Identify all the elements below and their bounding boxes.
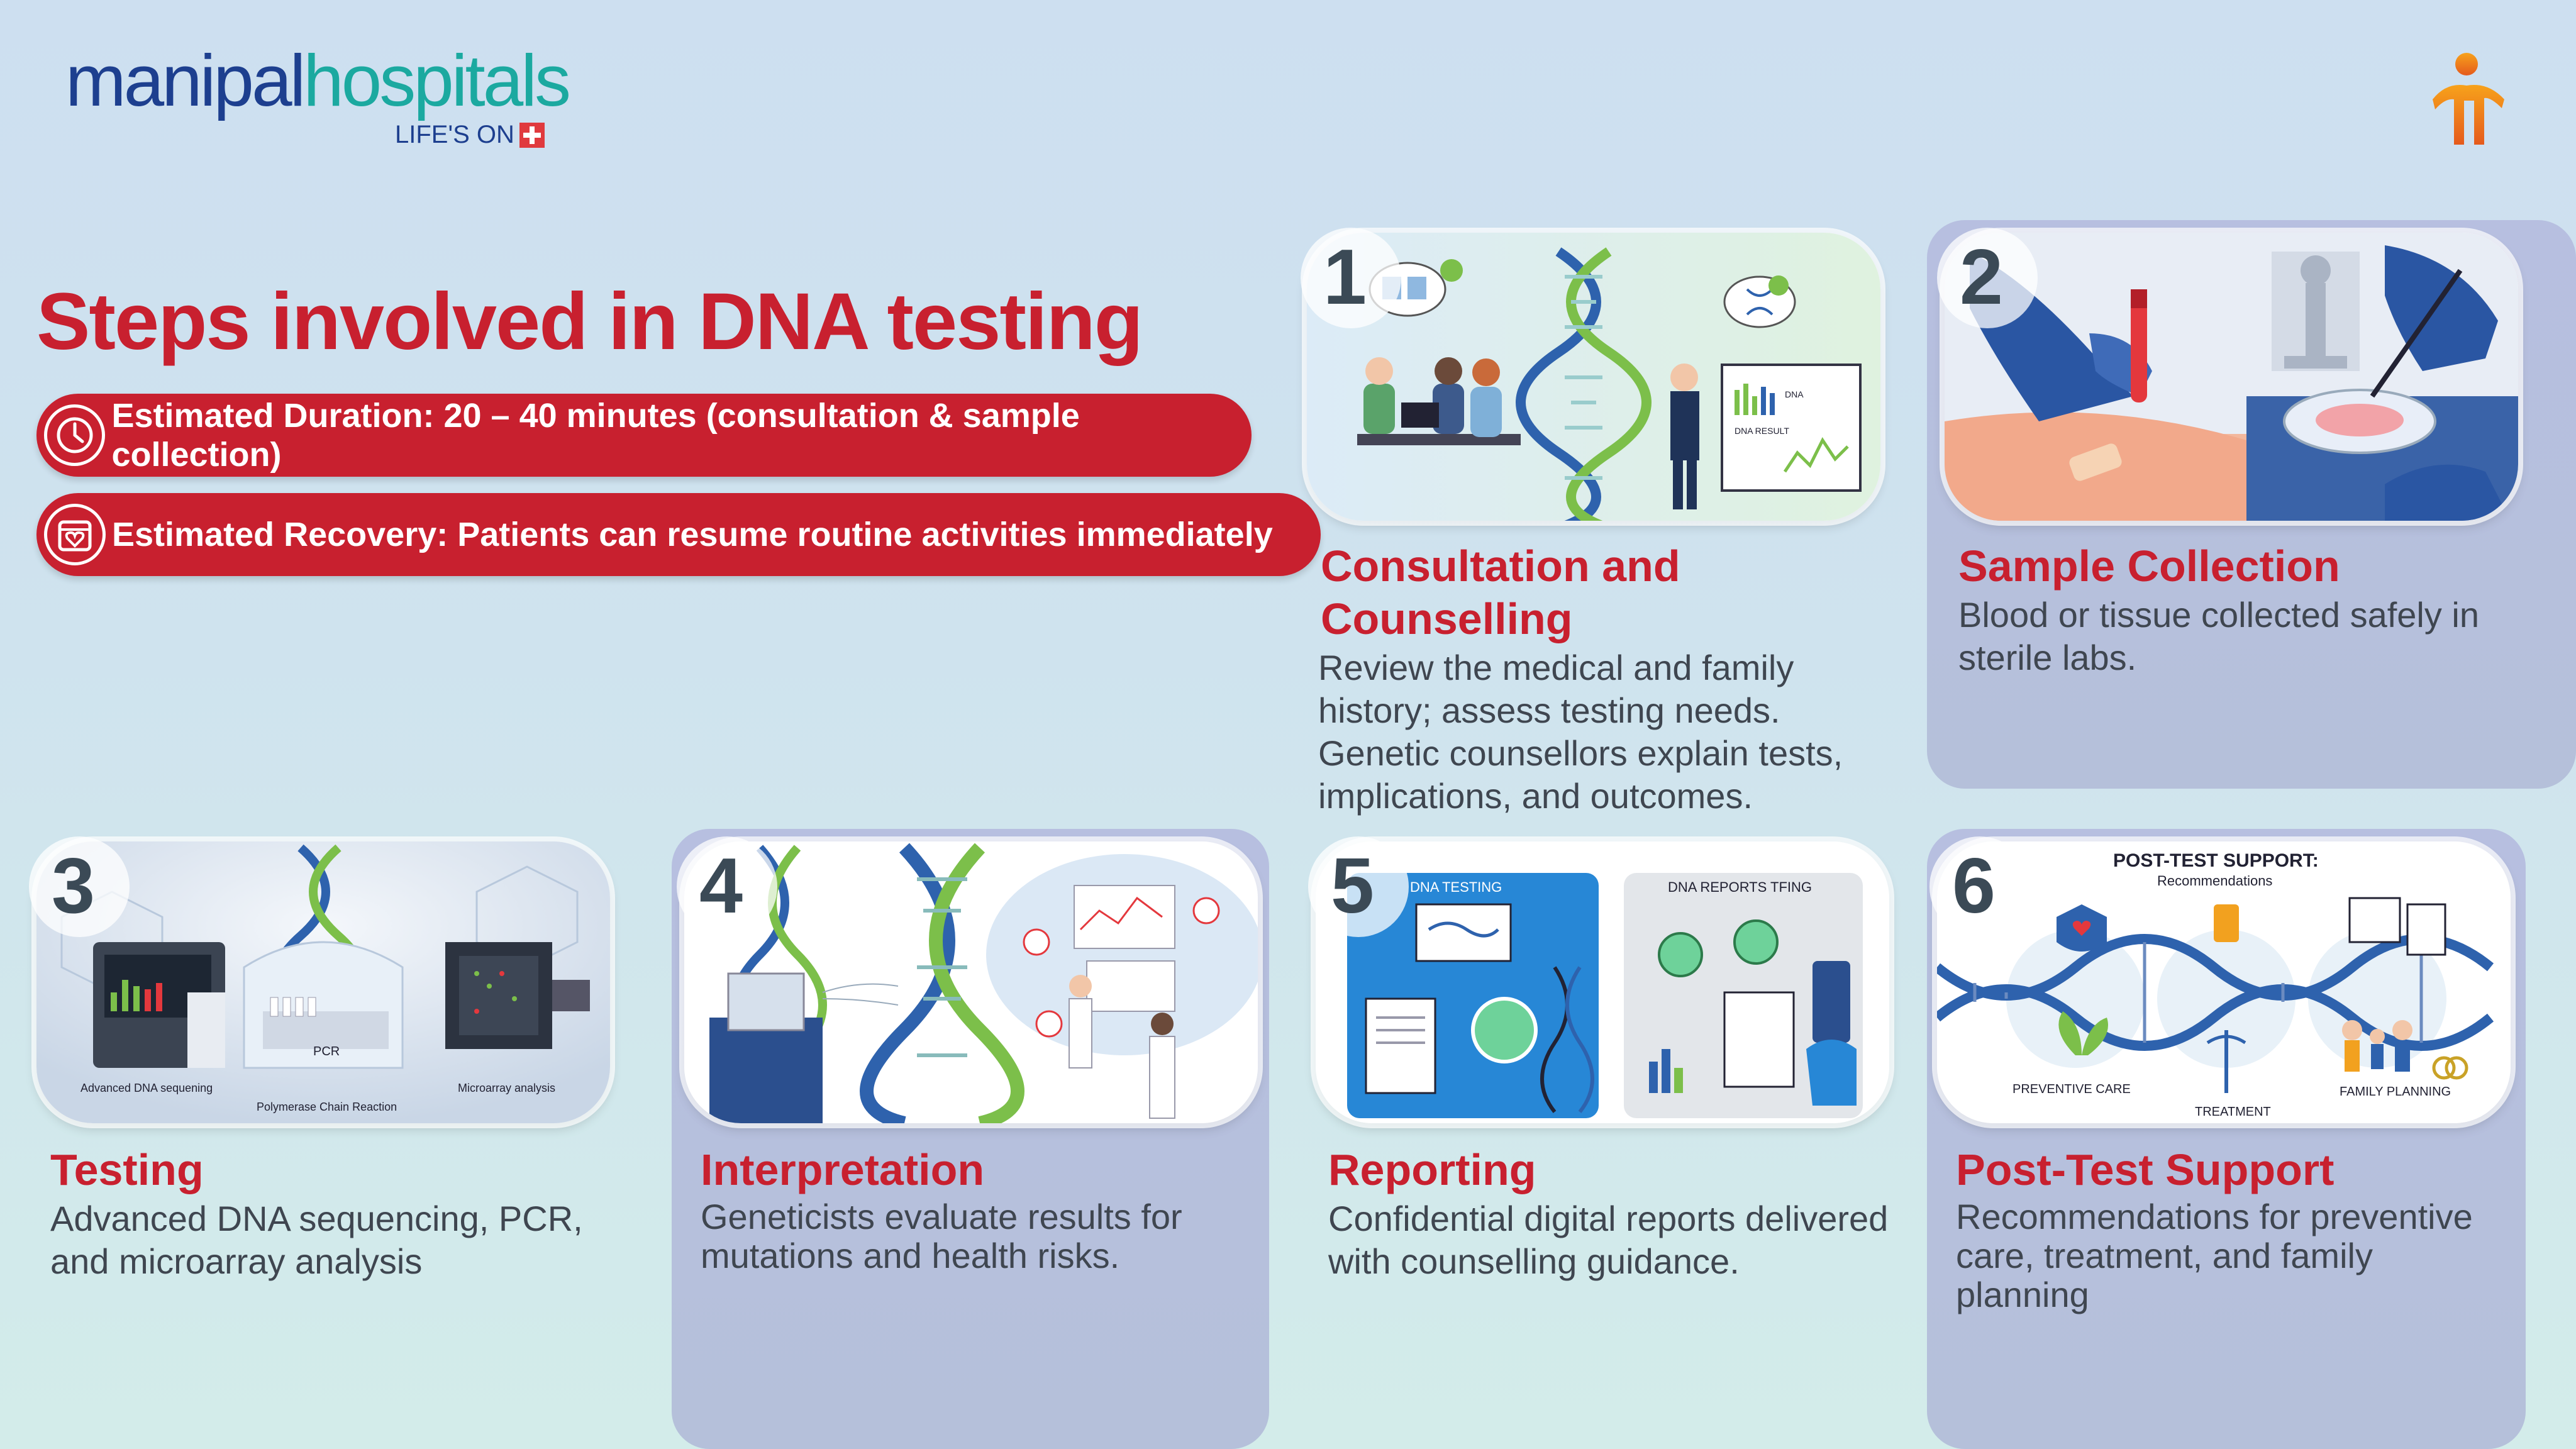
dna-reports-label: DNA REPORTS TFING: [1668, 879, 1812, 895]
pcr-label: PCR: [313, 1045, 340, 1058]
page-title: Steps involved in DNA testing: [36, 277, 1143, 367]
step-5-number: 5: [1331, 843, 1374, 930]
step-5-title: Reporting: [1328, 1145, 1536, 1194]
dna-label: DNA: [1785, 389, 1804, 399]
step-4-image: [684, 841, 1258, 1123]
brand-name-part1: manipal: [65, 40, 306, 121]
step-3-title: Testing: [50, 1145, 204, 1194]
step-3-number: 3: [52, 843, 95, 930]
family-planning-label: FAMILY PLANNING: [2340, 1085, 2451, 1099]
dna-testing-label: DNA TESTING: [1410, 879, 1502, 895]
step-1-number: 1: [1323, 234, 1367, 321]
step-1-image: DNA DNA RESULT: [1307, 233, 1880, 521]
step-2-description: Blood or tissue collected safely in ster…: [1958, 595, 2479, 677]
preventive-care-label: PREVENTIVE CARE: [2012, 1082, 2131, 1096]
post-test-support-label: POST-TEST SUPPORT:: [2113, 850, 2319, 871]
step-3-image: PCR Advanced DNA sequening Polymerase Ch…: [36, 841, 610, 1123]
microarray-label: Microarray analysis: [458, 1082, 555, 1094]
brand-name-part2: hospitals: [303, 40, 571, 121]
step-4-title: Interpretation: [701, 1145, 985, 1194]
dna-result-label: DNA RESULT: [1735, 426, 1789, 436]
brand-tagline-text: LIFE'S ON: [395, 121, 514, 148]
pcr-full-label: Polymerase Chain Reaction: [257, 1101, 397, 1113]
step-6-description: Recommendations for preventive care, tre…: [1956, 1197, 2473, 1314]
step-6-number: 6: [1952, 843, 1996, 930]
step-1-title: Consultation and Counselling: [1321, 541, 1680, 643]
step-4-number: 4: [699, 843, 743, 930]
step-5-description: Confidential digital reports delivered w…: [1328, 1199, 1889, 1281]
step-2-number: 2: [1960, 234, 2003, 321]
cross-icon: [519, 122, 545, 148]
step-3-description: Advanced DNA sequencing, PCR, and microa…: [50, 1199, 583, 1281]
treatment-label: TREATMENT: [2195, 1105, 2271, 1119]
clock-icon: [44, 404, 106, 466]
duration-pill: Estimated Duration: 20 – 40 minutes (con…: [36, 394, 1252, 477]
recommendations-label: Recommendations: [2157, 873, 2272, 889]
brand-mark-icon: [2433, 53, 2504, 145]
dna-sequencing-label: Advanced DNA sequening: [80, 1082, 213, 1094]
heart-calendar-icon: [44, 504, 106, 565]
recovery-pill: Estimated Recovery: Patients can resume …: [36, 493, 1321, 576]
step-4-description: Geneticists evaluate results for mutatio…: [701, 1197, 1182, 1275]
duration-text: Estimated Duration: 20 – 40 minutes (con…: [111, 397, 1080, 474]
step-6-title: Post-Test Support: [1956, 1145, 2334, 1194]
brand-logo: manipalhospitals: [65, 44, 571, 117]
recovery-text: Estimated Recovery: Patients can resume …: [112, 516, 1273, 553]
brand-tagline: LIFE'S ON: [395, 121, 545, 149]
step-2-title: Sample Collection: [1958, 541, 2340, 591]
step-6-image: POST-TEST SUPPORT: Recommendations PREVE…: [1937, 841, 2511, 1123]
step-5-image: DNA TESTING DNA REPORTS TFING: [1316, 841, 1889, 1123]
step-1-description: Review the medical and family history; a…: [1318, 648, 1843, 816]
step-2-image: [1945, 233, 2518, 521]
